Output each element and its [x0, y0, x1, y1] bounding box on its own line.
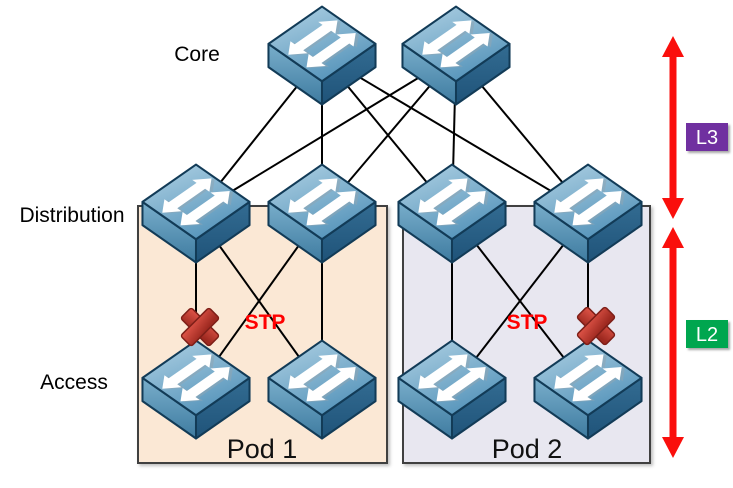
core-switch-icon-core-1 [267, 5, 377, 106]
pod-2-label: Pod 2 [492, 434, 563, 464]
l2-badge-label: L2 [696, 324, 718, 346]
l2-badge: L2 [686, 320, 728, 348]
l3-span-arrow-icon [662, 36, 684, 219]
switches-layer [141, 5, 643, 440]
core-tier-label: Core [174, 43, 220, 66]
core-switch-icon-core-2 [401, 5, 511, 106]
access-tier-label: Access [40, 371, 108, 394]
l3-badge: L3 [686, 123, 728, 151]
l2-span-arrow-icon [662, 227, 684, 458]
l3-badge-label: L3 [696, 127, 718, 149]
stp-label-pod-2: STP [507, 311, 548, 334]
link-core-2-dist-1 [195, 54, 457, 214]
distribution-tier-label: Distribution [19, 204, 124, 227]
pod-1-label: Pod 1 [227, 434, 298, 464]
stp-label-pod-1: STP [245, 311, 286, 334]
